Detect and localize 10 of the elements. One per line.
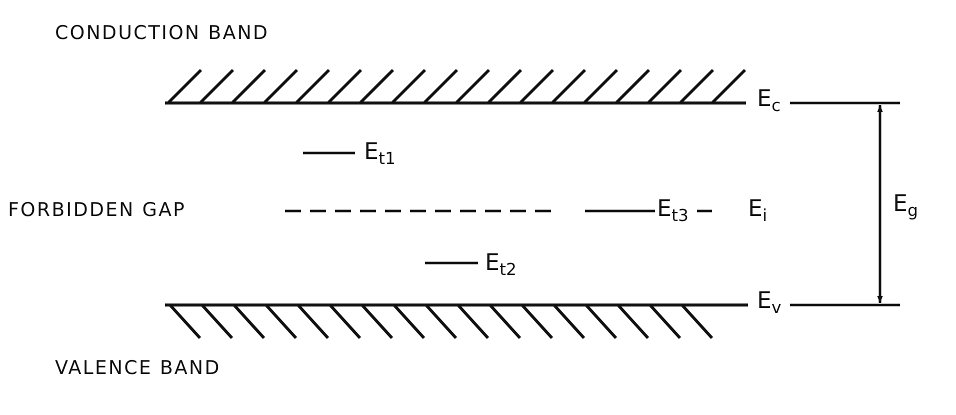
energy-symbol: E$_{i}$ — [748, 196, 768, 226]
energy-symbol: E$_{t2}$ — [485, 250, 517, 280]
energy-symbol: E$_{c}$ — [757, 86, 781, 116]
band-label: CONDUCTION BAND — [55, 22, 270, 45]
energy-symbol: E$_{v}$ — [757, 288, 782, 318]
energy-symbol: E$_{g}$ — [893, 191, 918, 221]
energy-symbol: E$_{t1}$ — [364, 139, 396, 169]
band-label: FORBIDDEN GAP — [8, 199, 186, 222]
band-label: VALENCE BAND — [55, 357, 221, 380]
energy-symbol: E$_{t3}$ — [657, 196, 689, 226]
